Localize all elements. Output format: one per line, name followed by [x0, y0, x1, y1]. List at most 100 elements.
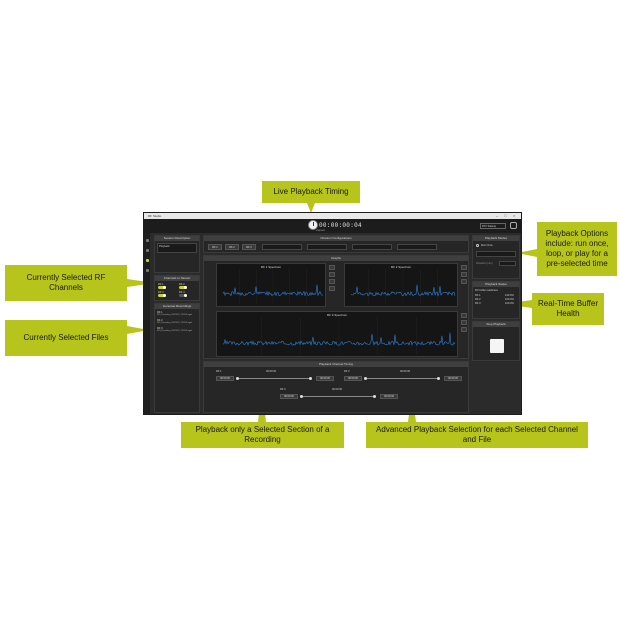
- file-name[interactable]: RF1_Recording_20181022_132218.sigmf: [157, 314, 193, 316]
- slider-end-handle[interactable]: [373, 395, 376, 398]
- close-button[interactable]: ×: [513, 213, 516, 218]
- channel-toggle[interactable]: [179, 294, 187, 297]
- callout-advanced-selection: Advanced Playback Selection for each Sel…: [366, 422, 588, 448]
- timing-channel-label: RF 3: [280, 388, 286, 391]
- spectrum-trace: [222, 284, 324, 297]
- channels-header: Channels to Stream: [155, 276, 199, 281]
- slider-end-handle[interactable]: [309, 377, 312, 380]
- status-channel-label: RF 2: [475, 298, 481, 301]
- timing-value: 00:00:00: [332, 388, 343, 391]
- channels-panel: Channels to Stream RF 1 RF 2 RF 3 RF 4: [154, 275, 200, 301]
- channel-config-tab[interactable]: RF 1: [208, 244, 222, 250]
- config-field[interactable]: [352, 244, 392, 250]
- stop-panel: Stop Playback: [472, 321, 520, 361]
- file-channel-label: RF 2: [157, 319, 163, 322]
- channel-toggle[interactable]: [158, 286, 166, 289]
- zoom-icon[interactable]: [461, 265, 467, 270]
- status-channel-label: RF 3: [475, 302, 481, 305]
- callout-buffer-health: Real-Time Buffer Health: [532, 293, 604, 325]
- buffer-health-value: 100.0%: [505, 298, 514, 301]
- channel-config-panel: Channel Configurations RF 1 RF 2 RF 3: [203, 235, 469, 253]
- mode-select[interactable]: [476, 251, 516, 257]
- reset-icon[interactable]: [461, 279, 467, 284]
- callout-arrow: [127, 326, 149, 334]
- channel-config-tab[interactable]: RF 2: [225, 244, 239, 250]
- channel-toggle[interactable]: [179, 286, 187, 289]
- timing-channel-label: RF 2: [344, 370, 350, 373]
- reset-icon[interactable]: [461, 327, 467, 332]
- timing-slider[interactable]: [300, 396, 376, 397]
- slider-end-handle[interactable]: [437, 377, 440, 380]
- end-time-field[interactable]: 00:00:00: [444, 376, 462, 381]
- recordings-panel: Generate Recordings RF 1 RF1_Recording_2…: [154, 303, 200, 413]
- nav-home-icon[interactable]: [145, 239, 149, 242]
- spectrum-trace: [350, 284, 456, 297]
- start-time-field[interactable]: 00:00:00: [280, 394, 298, 399]
- pan-icon[interactable]: [329, 272, 335, 277]
- pan-icon[interactable]: [461, 320, 467, 325]
- zoom-icon[interactable]: [329, 265, 335, 270]
- timing-panel: Playback Channel Timing RF 1 00:00:00 00…: [203, 361, 469, 413]
- chart-title: RF 1 Spectrum: [260, 265, 282, 269]
- channel-toggle[interactable]: [158, 294, 166, 297]
- pan-icon[interactable]: [461, 272, 467, 277]
- nav-settings-icon[interactable]: [145, 269, 149, 272]
- spectrum-chart-rf3: RF 3 Spectrum: [216, 311, 458, 357]
- stop-button[interactable]: [490, 339, 504, 353]
- reset-icon[interactable]: [329, 279, 335, 284]
- start-time-field[interactable]: 00:00:00: [216, 376, 234, 381]
- device-select[interactable]: RTX Sidekiq: [480, 223, 506, 229]
- callout-arrow: [127, 279, 155, 287]
- spectrum-plot: [222, 269, 324, 304]
- config-field[interactable]: [262, 244, 302, 250]
- spectrum-chart-rf2: RF 2 Spectrum: [344, 263, 458, 307]
- end-time-field[interactable]: 00:00:00: [380, 394, 398, 399]
- maximize-button[interactable]: □: [504, 213, 507, 218]
- timing-channel-label: RF 1: [216, 370, 222, 373]
- file-channel-label: RF 3: [157, 327, 163, 330]
- graphs-panel: Graphs RF 1 Spectrum RF 2 Spectrum RF 3 …: [203, 255, 469, 359]
- slider-start-handle[interactable]: [364, 377, 367, 380]
- spectrum-trace: [222, 332, 456, 347]
- session-panel: Session Description Playback: [154, 235, 200, 273]
- channel-label: RF 4: [179, 291, 185, 294]
- config-field[interactable]: [307, 244, 347, 250]
- nav-play-icon[interactable]: [145, 259, 149, 262]
- settings-icon[interactable]: [510, 222, 517, 229]
- timing-slider[interactable]: [236, 378, 312, 379]
- chart-title: RF 2 Spectrum: [390, 265, 412, 269]
- timing-value: 00:00:00: [400, 370, 411, 373]
- spectrum-plot: [350, 269, 456, 304]
- left-nav: [144, 233, 150, 414]
- chart-title: RF 3 Spectrum: [326, 313, 348, 317]
- session-input[interactable]: Playback: [157, 243, 197, 253]
- slider-start-handle[interactable]: [236, 377, 239, 380]
- playback-status-header: Playback Status: [473, 282, 519, 287]
- start-time-field[interactable]: 00:00:00: [344, 376, 362, 381]
- channel-label: RF 3: [158, 291, 164, 294]
- slider-start-handle[interactable]: [300, 395, 303, 398]
- spectrum-plot: [222, 317, 456, 354]
- radio-run-once-icon[interactable]: [476, 244, 479, 247]
- config-field[interactable]: [397, 244, 437, 250]
- file-name[interactable]: RF2_Recording_20181022_132218.sigmf: [157, 322, 193, 324]
- playback-status-panel: Playback Status RX buffer readiness RF 1…: [472, 281, 520, 319]
- playback-modes-panel: Playback Modes Run Once Duration (min): [472, 235, 520, 279]
- stop-header: Stop Playback: [473, 322, 519, 327]
- status-title: RX buffer readiness: [475, 289, 498, 292]
- end-time-field[interactable]: 00:00:00: [316, 376, 334, 381]
- channel-config-tab[interactable]: RF 3: [242, 244, 256, 250]
- callout-rf-channels: Currently Selected RF Channels: [5, 265, 127, 301]
- session-value: Playback: [159, 245, 170, 248]
- save-icon[interactable]: [329, 286, 335, 291]
- timing-slider[interactable]: [364, 378, 440, 379]
- playback-timer: 00:00:00:04: [319, 222, 362, 229]
- minimize-button[interactable]: –: [496, 213, 499, 218]
- graphs-header: Graphs: [204, 256, 468, 261]
- duration-input[interactable]: [499, 261, 516, 266]
- nav-record-icon[interactable]: [145, 249, 149, 252]
- app-window: RF Studio – □ × 00:00:00:04 elapsed RTX …: [143, 212, 522, 415]
- zoom-icon[interactable]: [461, 313, 467, 318]
- spectrum-chart-rf1: RF 1 Spectrum: [216, 263, 326, 307]
- file-name[interactable]: RF3_Recording_20181022_132218.sigmf: [157, 330, 193, 332]
